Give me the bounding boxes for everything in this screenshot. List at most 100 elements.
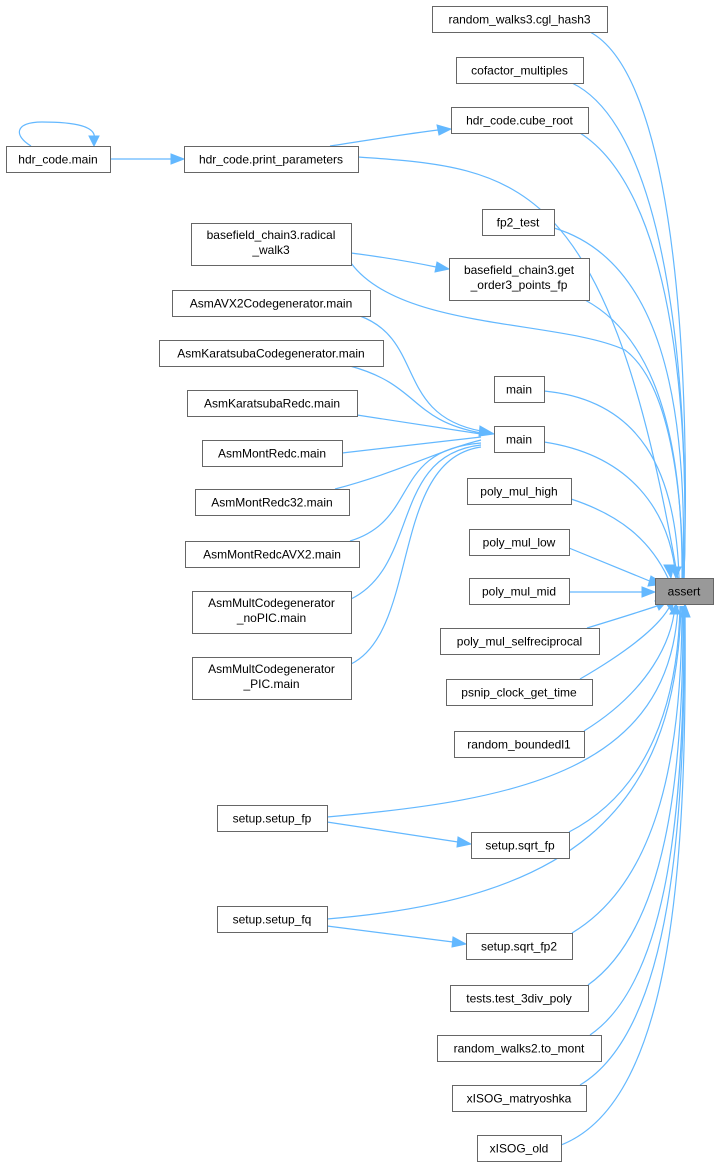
node-box bbox=[192, 591, 352, 634]
edge-setup_sqrt_fp-to-assert bbox=[568, 605, 681, 833]
node-xISOG-matryoshka[interactable]: xISOG_matryoshka bbox=[452, 1085, 587, 1112]
node-hdr-code-main[interactable]: hdr_code.main bbox=[6, 146, 111, 173]
node-assert: assert bbox=[655, 578, 714, 605]
node-label: poly_mul_high bbox=[480, 485, 557, 499]
node-main-b[interactable]: main bbox=[494, 426, 545, 453]
arrowhead-icon bbox=[456, 836, 473, 848]
node-random-walks2-to-mont[interactable]: random_walks2.to_mont bbox=[437, 1035, 602, 1062]
node-cofactor-multiples[interactable]: cofactor_multiples bbox=[456, 57, 584, 84]
node-fp2-test[interactable]: fp2_test bbox=[482, 209, 555, 236]
edge-hdr_code_main-to-hdr_code_print_parameters bbox=[110, 153, 186, 165]
node-hdr-code-cube-root[interactable]: hdr_code.cube_root bbox=[451, 107, 589, 134]
node-poly-mul-mid[interactable]: poly_mul_mid bbox=[469, 578, 570, 605]
edge-line bbox=[571, 605, 683, 934]
node-box bbox=[449, 258, 590, 301]
node-label: cofactor_multiples bbox=[471, 64, 568, 78]
edge-basefield_chain3_radical_walk3-to-basefield_chain3_get_order3_points_fp bbox=[350, 252, 451, 273]
node-box bbox=[467, 478, 572, 505]
edge-line bbox=[326, 821, 459, 843]
edge-setup_sqrt_fp2-to-assert bbox=[571, 605, 683, 934]
node-label: setup.setup_fq bbox=[233, 913, 312, 927]
node-setup-setup-fq[interactable]: setup.setup_fq bbox=[217, 906, 328, 933]
node-box bbox=[471, 832, 570, 859]
node-xISOG-old[interactable]: xISOG_old bbox=[477, 1135, 562, 1162]
edge-AsmMontRedc32_main-to-main_b bbox=[334, 439, 482, 490]
edge-hdr_code_print_parameters-to-hdr_code_cube_root bbox=[329, 124, 453, 147]
node-label: _walk3 bbox=[251, 243, 290, 257]
edge-line bbox=[583, 605, 676, 732]
arrowhead-icon bbox=[478, 425, 496, 437]
node-AsmMultCodegenerator-PIC-main[interactable]: AsmMultCodegenerator_PIC.main bbox=[192, 657, 352, 700]
edge-line bbox=[586, 604, 661, 629]
arrowhead-icon bbox=[451, 936, 468, 948]
node-AsmKaratsubaRedc-main[interactable]: AsmKaratsubaRedc.main bbox=[187, 390, 358, 417]
edge-main_a-to-assert bbox=[543, 390, 680, 579]
node-AsmMontRedc-main[interactable]: AsmMontRedc.main bbox=[202, 440, 343, 467]
node-box bbox=[217, 805, 328, 832]
edge-line bbox=[359, 315, 482, 432]
node-label: psnip_clock_get_time bbox=[461, 686, 577, 700]
arrowhead-icon bbox=[670, 566, 682, 580]
node-box bbox=[185, 541, 360, 568]
node-box bbox=[184, 146, 359, 173]
node-AsmMontRedc32-main[interactable]: AsmMontRedc32.main bbox=[195, 489, 350, 516]
node-label: xISOG_old bbox=[490, 1142, 549, 1156]
node-label: hdr_code.cube_root bbox=[466, 114, 573, 128]
node-label: poly_mul_selfreciprocal bbox=[457, 635, 582, 649]
edge-line bbox=[584, 299, 683, 579]
node-poly-mul-selfreciprocal[interactable]: poly_mul_selfreciprocal bbox=[440, 628, 600, 655]
node-basefield-chain3-radical-walk3[interactable]: basefield_chain3.radical_walk3 bbox=[191, 223, 352, 266]
edge-setup_setup_fp-to-setup_sqrt_fp bbox=[326, 821, 473, 848]
node-tests-test-3div-poly[interactable]: tests.test_3div_poly bbox=[450, 985, 589, 1012]
edge-line bbox=[350, 252, 437, 268]
edge-line bbox=[341, 436, 482, 454]
node-label: poly_mul_mid bbox=[482, 585, 556, 599]
node-AsmMontRedcAVX2-main[interactable]: AsmMontRedcAVX2.main bbox=[185, 541, 360, 568]
node-label: random_walks3.cgl_hash3 bbox=[448, 13, 590, 27]
edge-basefield_chain3_get_order3_points_fp-to-assert bbox=[584, 299, 683, 579]
edge-AsmMultCodegenerator_PIC_main-to-main_b bbox=[350, 446, 482, 665]
node-label: AsmMontRedc32.main bbox=[211, 496, 332, 510]
node-random-boundedl1[interactable]: random_boundedl1 bbox=[454, 731, 585, 758]
node-basefield-chain3-get-order3-points-fp[interactable]: basefield_chain3.get_order3_points_fp bbox=[449, 258, 590, 301]
edge-setup_setup_fp-to-assert bbox=[326, 605, 679, 818]
edge-cofactor_multiples-to-assert bbox=[571, 82, 686, 579]
node-label: setup.setup_fp bbox=[233, 812, 312, 826]
node-main-a[interactable]: main bbox=[494, 376, 545, 403]
node-AsmKaratsubaCodegenerator-main[interactable]: AsmKaratsubaCodegenerator.main bbox=[159, 340, 384, 367]
node-hdr-code-print-parameters[interactable]: hdr_code.print_parameters bbox=[184, 146, 359, 173]
node-psnip-clock-get-time[interactable]: psnip_clock_get_time bbox=[446, 679, 593, 706]
node-box bbox=[452, 1085, 587, 1112]
edge-line bbox=[349, 442, 482, 542]
edge-line bbox=[326, 605, 682, 920]
edge-line bbox=[350, 444, 482, 600]
node-setup-sqrt-fp2[interactable]: setup.sqrt_fp2 bbox=[466, 933, 573, 960]
edge-line bbox=[349, 365, 482, 434]
node-AsmMultCodegenerator-noPIC-main[interactable]: AsmMultCodegenerator_noPIC.main bbox=[192, 591, 352, 634]
node-label: _order3_points_fp bbox=[470, 278, 568, 292]
node-setup-setup-fp[interactable]: setup.setup_fp bbox=[217, 805, 328, 832]
edge-line bbox=[570, 498, 669, 579]
edge-AsmAVX2Codegenerator_main-to-main_b bbox=[359, 315, 496, 437]
node-random-walks3-cgl-hash3[interactable]: random_walks3.cgl_hash3 bbox=[432, 6, 608, 33]
edge-line bbox=[326, 605, 679, 818]
node-box bbox=[454, 731, 585, 758]
node-box bbox=[191, 223, 352, 266]
node-label: AsmMontRedc.main bbox=[218, 447, 326, 461]
node-setup-sqrt-fp[interactable]: setup.sqrt_fp bbox=[471, 832, 570, 859]
edge-setup_setup_fq-to-assert bbox=[326, 605, 682, 920]
edge-line bbox=[560, 605, 686, 1146]
edge-poly_mul_low-to-assert bbox=[568, 547, 666, 587]
node-poly-mul-high[interactable]: poly_mul_high bbox=[467, 478, 572, 505]
node-AsmAVX2Codegenerator-main[interactable]: AsmAVX2Codegenerator.main bbox=[172, 290, 371, 317]
node-poly-mul-low[interactable]: poly_mul_low bbox=[469, 529, 570, 556]
node-box bbox=[466, 933, 573, 960]
edge-AsmMultCodegenerator_noPIC_main-to-main_b bbox=[350, 444, 482, 600]
node-label: AsmAVX2Codegenerator.main bbox=[190, 297, 353, 311]
edge-xISOG_old-to-assert bbox=[560, 602, 691, 1146]
edge-poly_mul_mid-to-assert bbox=[569, 586, 657, 598]
node-label: _PIC.main bbox=[242, 677, 299, 691]
node-box bbox=[655, 578, 714, 605]
node-label: setup.sqrt_fp2 bbox=[481, 940, 557, 954]
arrowhead-icon bbox=[663, 564, 675, 580]
